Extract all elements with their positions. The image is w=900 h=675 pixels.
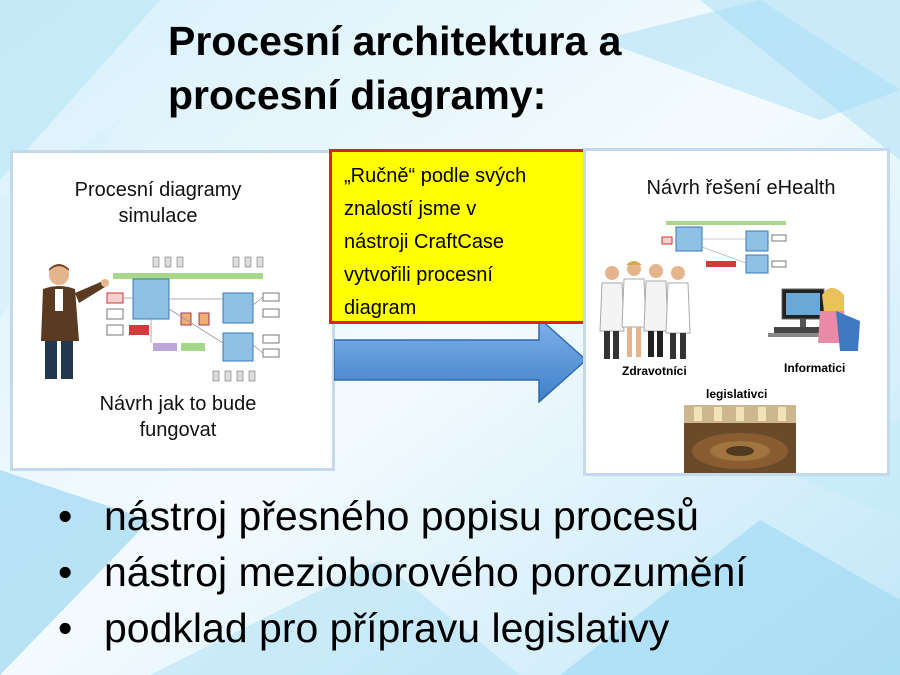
left-heading-line-2: simulace <box>118 205 198 227</box>
ehealth-diagram-thumbnail <box>661 221 787 274</box>
bullet-text: nástroj mezioborového porozumění <box>104 549 747 595</box>
left-caption-line-1: Návrh jak to bude <box>99 393 257 415</box>
bullet-item: • podklad pro přípravu legislativy <box>50 600 890 656</box>
label-it: Informatici <box>784 361 846 375</box>
process-diagram-thumbnail <box>106 256 280 382</box>
left-panel-heading: Procesní diagramy simulace <box>33 177 283 229</box>
note-box: „Ručně“ podle svých znalostí jsme v nást… <box>329 149 588 324</box>
note-line-1: „Ručně“ podle svých <box>344 165 527 187</box>
bullet-item: • nástroj mezioborového porozumění <box>50 544 890 600</box>
parliament-photo <box>684 405 796 473</box>
label-legislators: legislativci <box>706 387 768 401</box>
left-panel-caption: Návrh jak to bude fungovat <box>53 391 303 443</box>
flow-arrow <box>334 318 588 403</box>
note-line-4: vytvořili procesní <box>344 264 493 286</box>
right-panel: Návrh řešení eHealth Zdravotníci <box>583 148 890 476</box>
slide-title: Procesní architektura a procesní diagram… <box>168 14 848 122</box>
doctors-illustration <box>599 261 691 359</box>
it-worker-illustration <box>768 288 860 351</box>
left-panel: Procesní diagramy simulace <box>10 150 335 471</box>
right-panel-heading: Návrh řešení eHealth <box>646 177 836 199</box>
presenter-illustration <box>41 264 109 379</box>
bullet-text: nástroj přesného popisu procesů <box>104 493 699 539</box>
note-line-3: nástroji CraftCase <box>344 231 505 253</box>
title-line-1: Procesní architektura a <box>168 18 622 64</box>
bullet-text: podklad pro přípravu legislativy <box>104 605 670 651</box>
left-caption-line-2: fungovat <box>139 419 217 441</box>
left-heading-line-1: Procesní diagramy <box>74 179 242 201</box>
title-line-2: procesní diagramy: <box>168 72 547 118</box>
bullet-marker: • <box>58 605 73 651</box>
bullet-list: • nástroj přesného popisu procesů • nást… <box>50 488 890 656</box>
bullet-marker: • <box>58 493 73 539</box>
bullet-item: • nástroj přesného popisu procesů <box>50 488 890 544</box>
label-doctors: Zdravotníci <box>622 364 687 378</box>
note-line-5: diagram <box>344 297 417 319</box>
bullet-marker: • <box>58 549 73 595</box>
note-line-2: znalostí jsme v <box>344 198 477 220</box>
